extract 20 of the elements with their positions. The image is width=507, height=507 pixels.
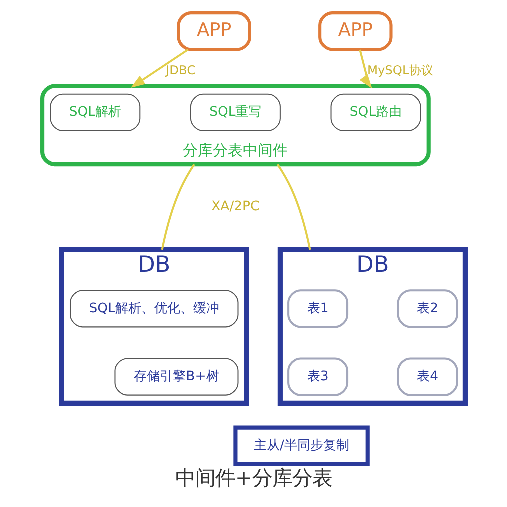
edge-label: JDBC <box>165 63 196 78</box>
node-box: 表3 <box>287 357 348 396</box>
connector <box>160 163 195 250</box>
arrow <box>130 48 188 88</box>
label: XA/2PC <box>211 199 260 214</box>
node-box: 存储引擎B+树 <box>114 358 238 396</box>
node-box: APP <box>318 11 392 51</box>
node-box: SQL解析 <box>50 93 140 131</box>
arrow <box>358 49 372 88</box>
node-box: 表4 <box>396 357 458 396</box>
node-box: 主从/半同步复制 <box>233 425 370 466</box>
caption: 中间件+分库分表 <box>174 465 332 490</box>
node-box: APP <box>176 11 251 51</box>
node-box: 表1 <box>287 289 348 328</box>
node-box: SQL路由 <box>330 93 421 131</box>
node-box: SQL解析、优化、缓冲 <box>70 290 238 328</box>
edge-label: MySQL协议 <box>366 63 433 78</box>
node-box: SQL重写 <box>190 93 280 131</box>
node-box: 表2 <box>396 289 458 328</box>
connector <box>276 163 311 250</box>
